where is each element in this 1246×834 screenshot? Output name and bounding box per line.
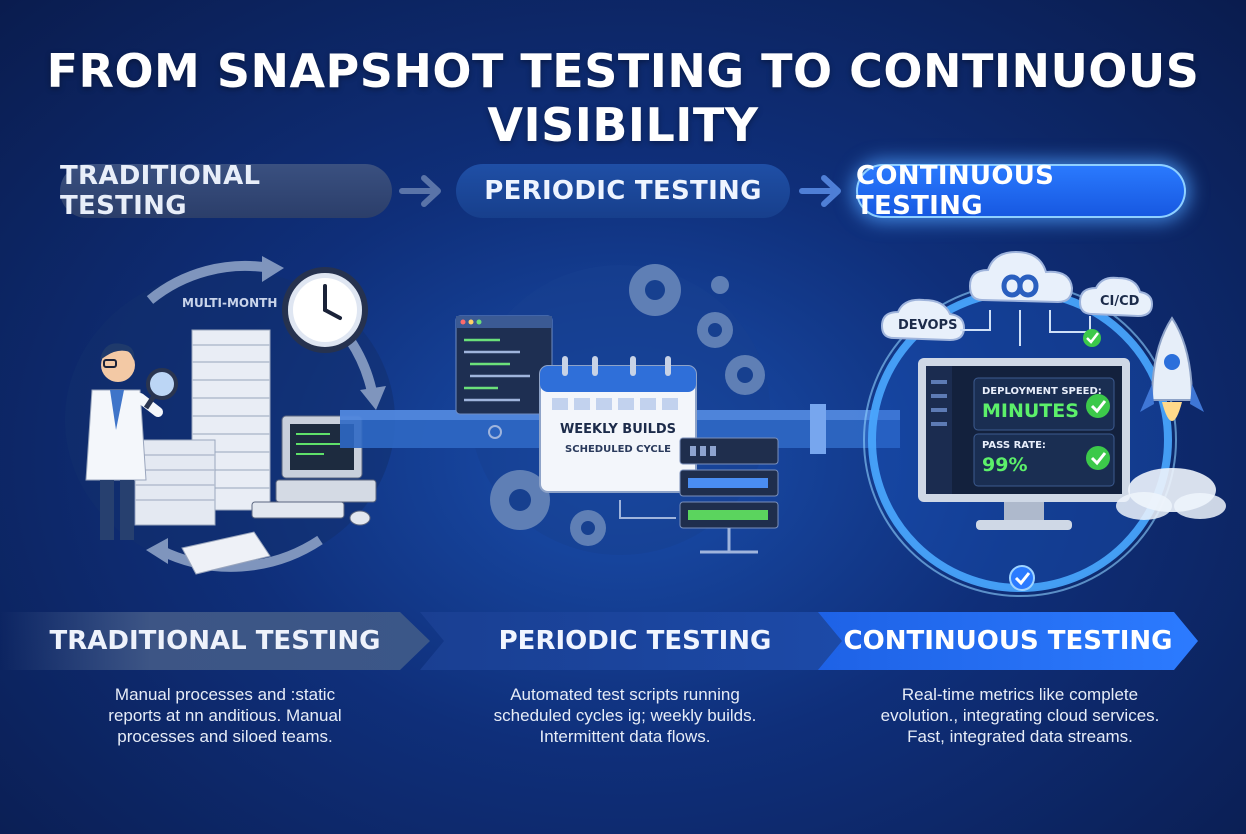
description-line: Real-time metrics like complete [901, 685, 1139, 704]
description-line: Manual processes and :static [114, 685, 336, 704]
cicd-cloud [1078, 276, 1154, 318]
gear-icon [490, 264, 765, 546]
metric-passrate-value: 99% [982, 454, 1028, 476]
monitor-icon [918, 358, 1130, 530]
rocket-icon [1116, 316, 1226, 520]
infinity-icon [1001, 274, 1039, 298]
devops-cloud [880, 298, 966, 342]
stage-band-periodic: PERIODIC TESTING [420, 612, 850, 670]
description-line: Fast, integrated data streams. [907, 727, 1133, 746]
description-line: Intermittent data flows. [539, 727, 711, 746]
check-icon [1086, 394, 1110, 418]
calendar-title: WEEKLY BUILDS [559, 422, 677, 437]
stage-band-traditional: TRADITIONAL TESTING [0, 612, 430, 670]
clock-icon [282, 267, 368, 353]
check-icon [1086, 446, 1110, 470]
metric-deployment-label: DEPLOYMENT SPEED: [982, 386, 1102, 397]
paper-stack-icon [134, 329, 271, 575]
stage-description-traditional: Manual processes and :static reports at … [60, 684, 390, 747]
server-icon [679, 437, 779, 554]
description-line: scheduled cycles ig; weekly builds. [493, 706, 757, 725]
magnifier-icon [146, 368, 178, 400]
metric-deployment-value: MINUTES [982, 400, 1079, 422]
description-line: processes and siloed teams. [117, 727, 333, 746]
cycle-arrow-icon [146, 261, 271, 304]
cloud-icon [968, 250, 1074, 304]
page-title: FROM SNAPSHOT TESTING TO CONTINUOUS VISI… [46, 44, 1200, 152]
scientist-icon [85, 343, 178, 540]
check-icon [1009, 565, 1035, 591]
description-line: Automated test scripts running [510, 685, 740, 704]
stage-pill-traditional: TRADITIONAL TESTING [60, 161, 392, 221]
calendar-icon [539, 356, 697, 493]
description-line: evolution., integrating cloud services. [880, 706, 1160, 725]
metric-passrate-label: PASS RATE: [982, 440, 1046, 451]
arrow-right-icon [399, 175, 441, 207]
stage-pill-periodic: PERIODIC TESTING [456, 164, 790, 218]
arrow-right-icon [799, 175, 841, 207]
stage-description-continuous: Real-time metrics like complete evolutio… [840, 684, 1200, 747]
cicd-label: CI/CD [1100, 294, 1140, 309]
code-window-icon [455, 315, 553, 415]
stage-band-continuous: CONTINUOUS TESTING [818, 612, 1198, 670]
stage-pill-continuous: CONTINUOUS TESTING [856, 161, 1186, 221]
check-icon [1083, 329, 1101, 347]
stage-description-periodic: Automated test scripts running scheduled… [445, 684, 805, 747]
calendar-subtitle: SCHEDULED CYCLE [565, 444, 671, 455]
devops-label: DEVOPS [898, 318, 958, 333]
description-line: reports at nn anditious. Manual [108, 706, 342, 725]
cycle-label: MULTI-MONTH [182, 296, 278, 310]
